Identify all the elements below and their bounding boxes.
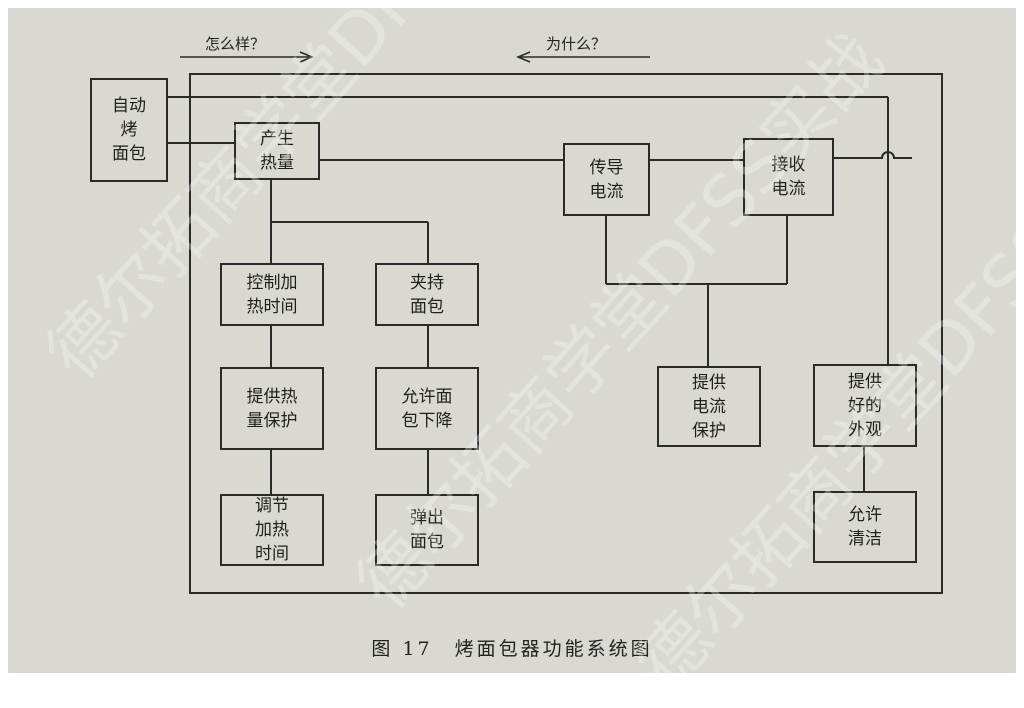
box-conduct-current: 传导 电流 — [563, 143, 650, 216]
box-toaster: 自动 烤 面包 — [90, 78, 168, 182]
figure-caption: 图 17 烤面包器功能系统图 — [371, 638, 653, 660]
box-hold-bread: 夹持 面包 — [375, 263, 479, 326]
box-heat-protection: 提供热 量保护 — [220, 367, 324, 450]
box-allow-cleaning: 允许 清洁 — [813, 491, 917, 563]
box-allow-bread-lower: 允许面 包下降 — [375, 367, 479, 450]
box-receive-current: 接收 电流 — [743, 138, 834, 216]
diagram-lines — [168, 51, 943, 594]
how-arrow-head — [299, 51, 314, 63]
how-label: 怎么样？ — [205, 35, 266, 53]
box-good-appearance: 提供 好的 外观 — [813, 364, 917, 447]
box-eject-bread: 弹出 面包 — [375, 494, 479, 566]
system-boundary — [189, 73, 943, 594]
why-arrow-head — [516, 51, 531, 63]
box-current-protection: 提供 电流 保护 — [657, 366, 761, 447]
why-label: 为什么？ — [546, 35, 607, 53]
box-generate-heat: 产生 热量 — [234, 122, 320, 180]
box-control-heat-time: 控制加 热时间 — [220, 263, 324, 326]
box-adjust-heat-time: 调节 加热 时间 — [220, 494, 324, 566]
link-receive-out — [834, 151, 912, 159]
